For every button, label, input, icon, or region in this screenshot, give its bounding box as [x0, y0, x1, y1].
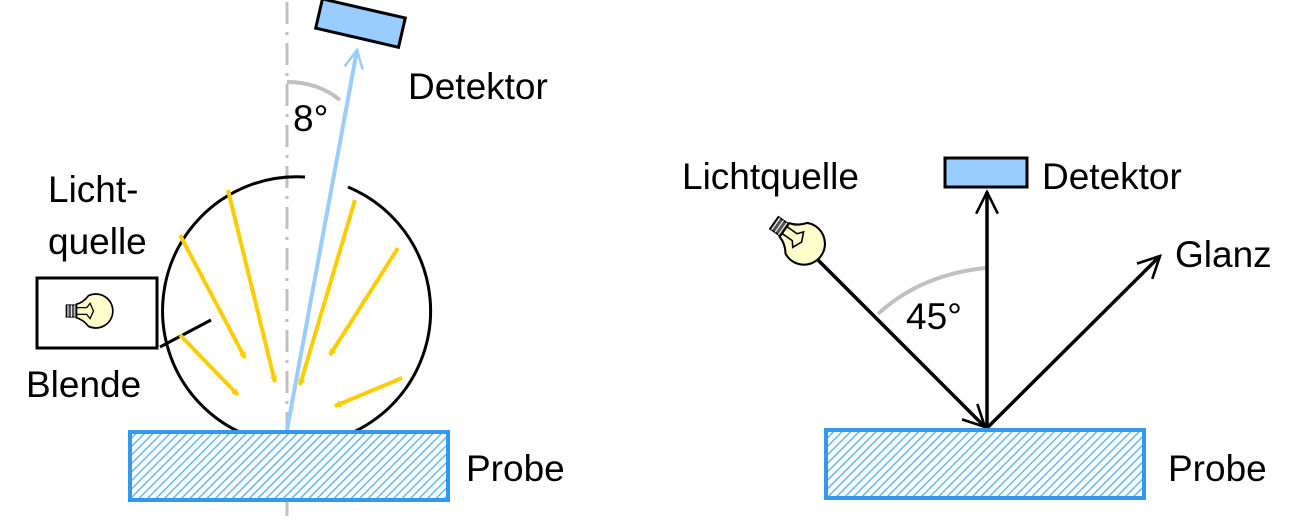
sample-right	[824, 428, 1146, 500]
left-diagram: Detektor 8° Licht- quelle Blende Probe	[26, 0, 565, 520]
detector-right	[943, 156, 1029, 189]
angle-label-8: 8°	[293, 98, 328, 139]
right-diagram: Lichtquelle Detektor Glanz 45° Probe	[682, 156, 1272, 500]
aperture	[159, 318, 212, 349]
detector-left	[313, 0, 408, 50]
scattered-light-rays	[178, 189, 403, 408]
light-source-label-line1: Licht-	[48, 169, 138, 210]
angle-label-45: 45°	[906, 296, 962, 337]
gloss-ray	[985, 256, 1160, 430]
incident-ray	[816, 258, 985, 427]
detector-label-left: Detektor	[408, 66, 548, 107]
gloss-label: Glanz	[1175, 234, 1272, 275]
light-source-label-line2: quelle	[48, 221, 147, 262]
angle-arc-45	[876, 266, 986, 316]
integrating-sphere	[161, 175, 433, 447]
sample-left	[128, 430, 450, 502]
detector-ray	[285, 50, 357, 431]
sample-label-right: Probe	[1168, 448, 1267, 489]
angle-arc-8	[286, 80, 342, 102]
light-source-label-right: Lichtquelle	[682, 156, 859, 197]
detector-label-right: Detektor	[1042, 156, 1182, 197]
sample-label-left: Probe	[466, 448, 565, 489]
aperture-label: Blende	[26, 364, 141, 405]
